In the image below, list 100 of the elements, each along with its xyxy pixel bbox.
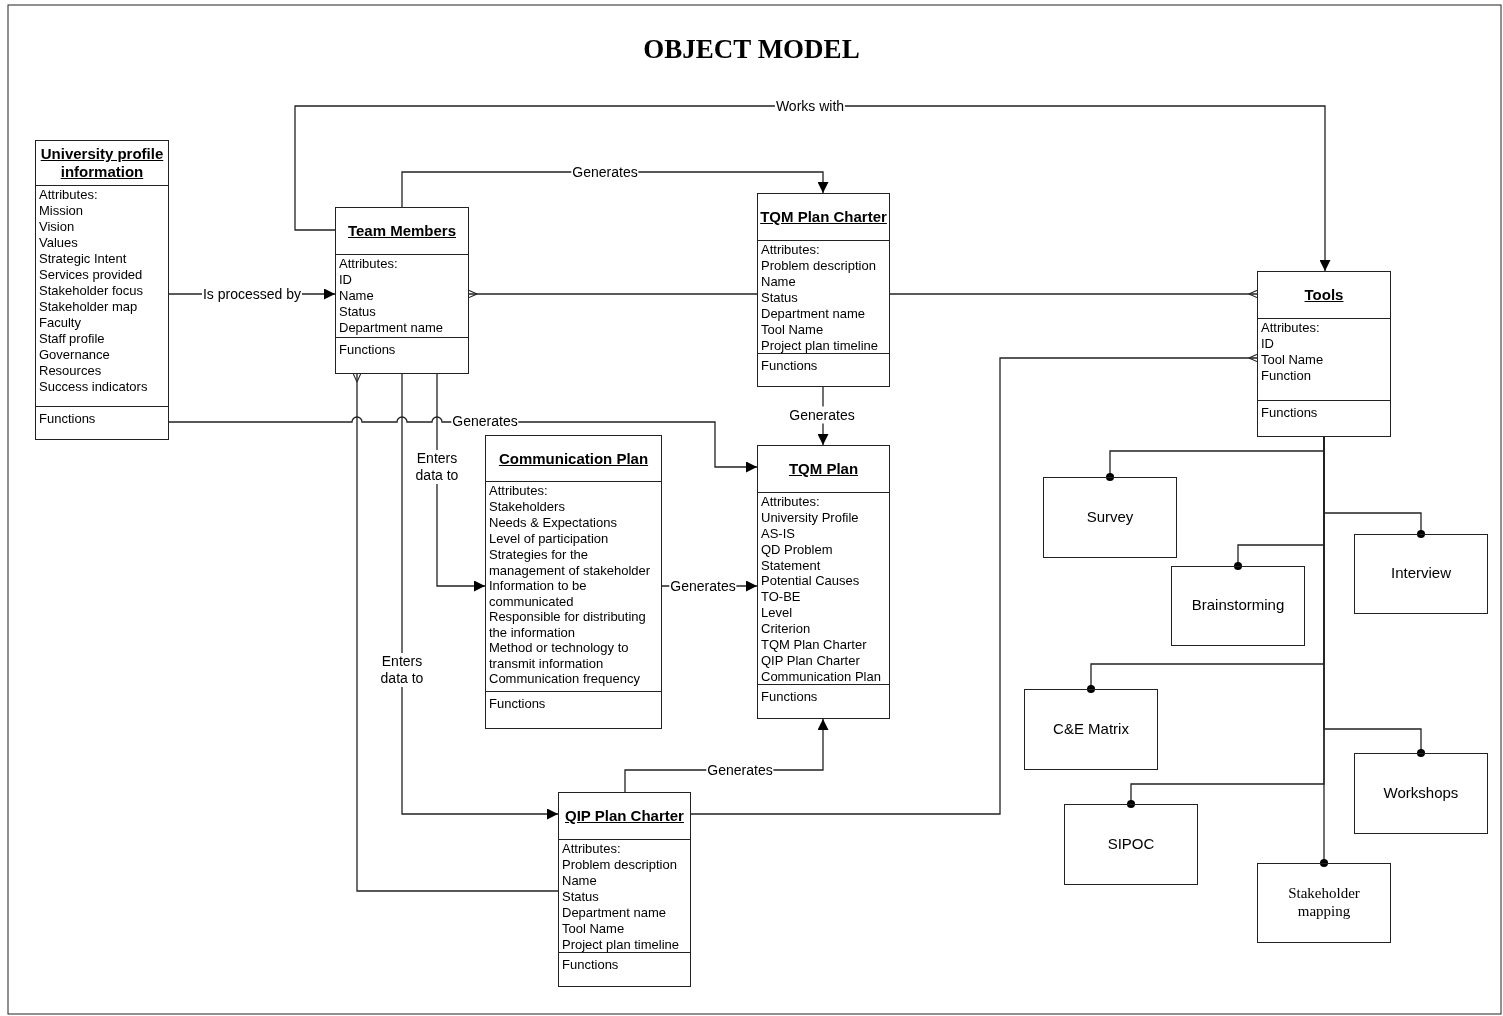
edge-label: Generates <box>788 406 856 424</box>
class-box <box>335 207 469 374</box>
connector-line <box>352 373 559 892</box>
attribute-text: Level of participation <box>489 531 609 547</box>
attribute-text: Name <box>761 274 796 290</box>
attribute-text: Name <box>339 288 374 304</box>
attribute-text: Status <box>761 290 798 306</box>
tool-box <box>1354 753 1488 834</box>
section-label: Functions <box>761 689 818 705</box>
attribute-text: Tool Name <box>761 322 824 338</box>
class-name: QIP Plan Charter <box>564 807 685 825</box>
section-label: Functions <box>339 342 396 358</box>
attribute-text: Problem description <box>761 258 876 274</box>
attribute-text: ID <box>1261 336 1274 352</box>
section-label: Attributes: <box>39 187 98 203</box>
arrow <box>401 373 559 820</box>
attribute-text: Status <box>339 304 376 320</box>
attribute-text: ID <box>339 272 352 288</box>
tool-name: C&E Matrix <box>1052 719 1130 738</box>
class-box <box>757 445 890 719</box>
attribute-text: Function <box>1261 368 1311 384</box>
attribute-text: Department name <box>339 320 444 336</box>
attribute-text: Information to be communicated <box>489 578 588 610</box>
tool-name: SIPOC <box>1106 834 1156 853</box>
tool-box <box>1257 863 1391 943</box>
attribute-text: Status <box>562 889 599 905</box>
section-label: Attributes: <box>562 841 621 857</box>
class-name: Tools <box>1303 286 1345 304</box>
section-label: Attributes: <box>339 256 398 272</box>
class-box <box>1257 271 1391 437</box>
tool-box <box>1171 566 1305 646</box>
section-label: Attributes: <box>761 242 820 258</box>
attribute-text: Needs & Expectations <box>489 515 617 531</box>
attribute-text: TQM Plan Charter <box>761 637 867 653</box>
tool-name: Brainstorming <box>1190 596 1286 614</box>
class-box <box>757 193 890 387</box>
attribute-text: Services provided <box>39 267 143 283</box>
class-name: TQM Plan Charter <box>759 208 888 226</box>
connector-line <box>468 289 758 299</box>
attribute-text: Communication Plan <box>761 669 881 685</box>
connector-line <box>690 353 1258 815</box>
class-name: Communication Plan <box>497 449 650 468</box>
section-label: Functions <box>1261 405 1318 421</box>
section-label: Attributes: <box>1261 320 1320 336</box>
attribute-text: Communication frequency <box>489 671 641 687</box>
attribute-text: Stakeholder map <box>39 299 138 315</box>
tool-name: Interview <box>1390 564 1452 582</box>
tool-box <box>1024 689 1158 770</box>
class-box <box>558 792 691 987</box>
class-name: TQM Plan <box>787 460 860 478</box>
tool-name: Survey <box>1085 507 1135 526</box>
section-label: Functions <box>489 696 546 712</box>
tool-name: Stakeholder mapping <box>1287 884 1361 920</box>
attribute-text: Tool Name <box>1261 352 1324 368</box>
section-label: Functions <box>39 411 96 427</box>
attribute-text: Project plan timeline <box>562 937 680 953</box>
attribute-text: QD Problem Statement <box>761 542 834 574</box>
attribute-text: Vision <box>39 219 75 235</box>
attribute-text: Criterion <box>761 621 811 637</box>
attribute-text: Resources <box>39 363 102 379</box>
attribute-text: Values <box>39 235 78 251</box>
attribute-text: Stakeholder focus <box>39 283 144 299</box>
section-label: Attributes: <box>761 494 820 510</box>
tool-box <box>1043 477 1177 558</box>
edge-label: Is processed by <box>201 285 303 303</box>
section-label: Functions <box>761 358 818 374</box>
attribute-text: Staff profile <box>39 331 105 347</box>
attribute-text: Tool Name <box>562 921 625 937</box>
section-label: Functions <box>562 957 619 973</box>
attribute-text: TO-BE <box>761 589 801 605</box>
arrow <box>168 416 758 473</box>
tool-box <box>1354 534 1488 614</box>
class-box <box>485 435 662 729</box>
attribute-text: Level <box>761 605 793 621</box>
attribute-text: Name <box>562 873 597 889</box>
section-label: Attributes: <box>489 483 548 499</box>
attribute-text: Strategic Intent <box>39 251 127 267</box>
attribute-text: Success indicators <box>39 379 148 395</box>
attribute-text: Mission <box>39 203 84 219</box>
attribute-text: Problem description <box>562 857 677 873</box>
attribute-text: Project plan timeline <box>761 338 879 354</box>
tool-name: Workshops <box>1382 783 1460 802</box>
attribute-text: Department name <box>562 905 667 921</box>
connector-line <box>1319 436 1329 868</box>
class-name: Team Members <box>346 222 458 240</box>
attribute-text: Responsible for distributing the information <box>489 609 647 641</box>
attribute-text: Governance <box>39 347 110 363</box>
attribute-text: Method or technology to transmit information <box>489 640 630 672</box>
attribute-text: Stakeholders <box>489 499 565 515</box>
class-box <box>35 140 169 440</box>
attribute-text: University Profile <box>761 510 859 526</box>
attribute-text: Strategies for the management of stakeholder <box>489 547 652 579</box>
tool-box <box>1064 804 1198 885</box>
attribute-text: Faculty <box>39 315 81 331</box>
connector-line <box>889 289 1258 299</box>
attribute-text: Department name <box>761 306 866 322</box>
attribute-text: QIP Plan Charter <box>761 653 860 669</box>
arrow <box>294 105 1331 272</box>
attribute-text: Potential Causes <box>761 573 860 589</box>
diagram-title: OBJECT MODEL <box>642 34 861 65</box>
